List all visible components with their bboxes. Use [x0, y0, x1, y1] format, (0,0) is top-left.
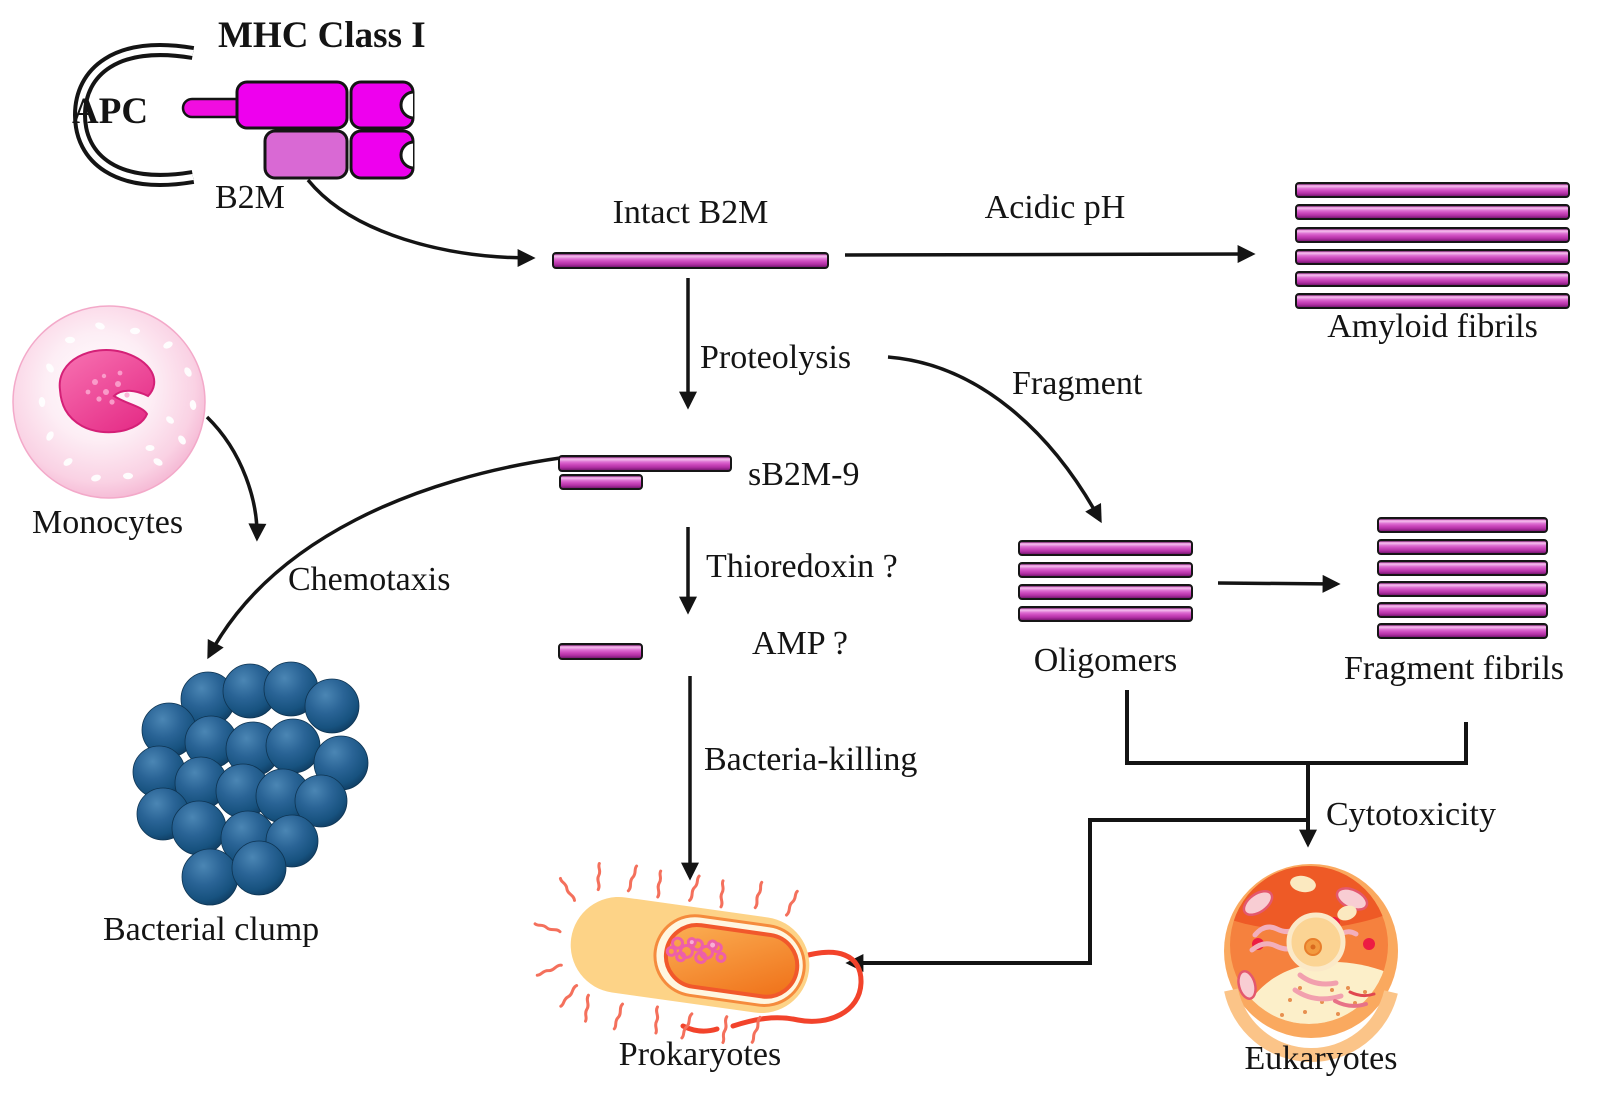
connector-prokaryote — [845, 818, 1308, 972]
label-mhc-class-i: MHC Class I — [218, 15, 426, 56]
fragment-fibril-bar — [1377, 602, 1548, 618]
mhc-class-i-complex — [181, 80, 415, 180]
mhc-b2m-block — [263, 129, 349, 180]
sb2m9-bar-short — [559, 474, 643, 490]
dna-squiggles — [665, 936, 727, 965]
amyloid-fibril-bar — [1295, 249, 1570, 265]
label-amyloid-fibrils: Amyloid fibrils — [1327, 308, 1538, 345]
membrane-crescent — [1224, 988, 1398, 1063]
label-bacterial-clump: Bacterial clump — [103, 911, 320, 948]
connector-cytotoxicity — [845, 690, 1468, 972]
intact-b2m-bar — [552, 252, 829, 269]
nucleus-speckles — [85, 370, 130, 405]
label-b2m: B2M — [215, 179, 285, 216]
fragment-fibril-bar — [1377, 560, 1548, 576]
label-amp: AMP ? — [752, 625, 849, 662]
label-eukaryotes: Eukaryotes — [1244, 1040, 1398, 1077]
arrow-chemotaxis — [207, 456, 561, 660]
prokaryote-cell — [533, 862, 864, 1045]
fragment-fibril-bar — [1377, 539, 1548, 555]
label-apc: APC — [72, 91, 149, 132]
oligomer-bar — [1018, 540, 1193, 556]
label-sb2m9: sB2M-9 — [748, 456, 860, 493]
label-fragment: Fragment — [1012, 365, 1143, 402]
arrow-acidic-ph — [844, 245, 1256, 264]
eukaryote-cell — [1224, 864, 1398, 1063]
arrow-oligomer-to-fibril — [1217, 574, 1341, 593]
label-cytotoxicity: Cytotoxicity — [1326, 796, 1496, 833]
mhc-alpha-top-right-block — [349, 80, 415, 130]
label-thioredoxin: Thioredoxin ? — [706, 548, 898, 585]
amp-fragment-bar — [558, 643, 643, 660]
label-monocytes: Monocytes — [32, 504, 184, 541]
monocyte-cell — [12, 305, 206, 499]
apc-membrane-arc — [72, 43, 195, 187]
arrow-monocyte — [205, 415, 267, 542]
oligomer-bar — [1018, 584, 1193, 600]
oligomer-bar — [1018, 606, 1193, 622]
label-intact-b2m: Intact B2M — [612, 194, 769, 231]
label-chemotaxis: Chemotaxis — [288, 561, 451, 598]
bacterial-clump — [132, 661, 369, 906]
amyloid-fibril-bar — [1295, 204, 1570, 220]
label-oligomers: Oligomers — [1033, 642, 1178, 679]
arrow-fragment-curve — [887, 355, 1102, 524]
label-prokaryotes: Prokaryotes — [618, 1036, 782, 1073]
label-acidic-ph: Acidic pH — [984, 189, 1126, 226]
fragment-fibril-bar — [1377, 517, 1548, 533]
label-bacteria-killing: Bacteria-killing — [704, 741, 918, 778]
fragment-fibril-bar — [1377, 623, 1548, 639]
oligomer-bar — [1018, 562, 1193, 578]
mhc-alpha12-block — [235, 80, 349, 130]
amyloid-fibril-bar — [1295, 271, 1570, 287]
arrow-b2m-release — [306, 178, 536, 267]
sb2m9-bar-long — [558, 455, 732, 472]
mhc-alpha3-bottom-right-block — [349, 129, 415, 180]
amyloid-fibril-bar — [1295, 227, 1570, 243]
label-fragment-fibrils: Fragment fibrils — [1344, 650, 1565, 687]
amyloid-fibril-bar — [1295, 293, 1570, 309]
amyloid-fibril-bar — [1295, 182, 1570, 198]
label-proteolysis: Proteolysis — [700, 339, 852, 376]
monocyte-granules — [38, 322, 197, 482]
fragment-fibril-bar — [1377, 581, 1548, 597]
